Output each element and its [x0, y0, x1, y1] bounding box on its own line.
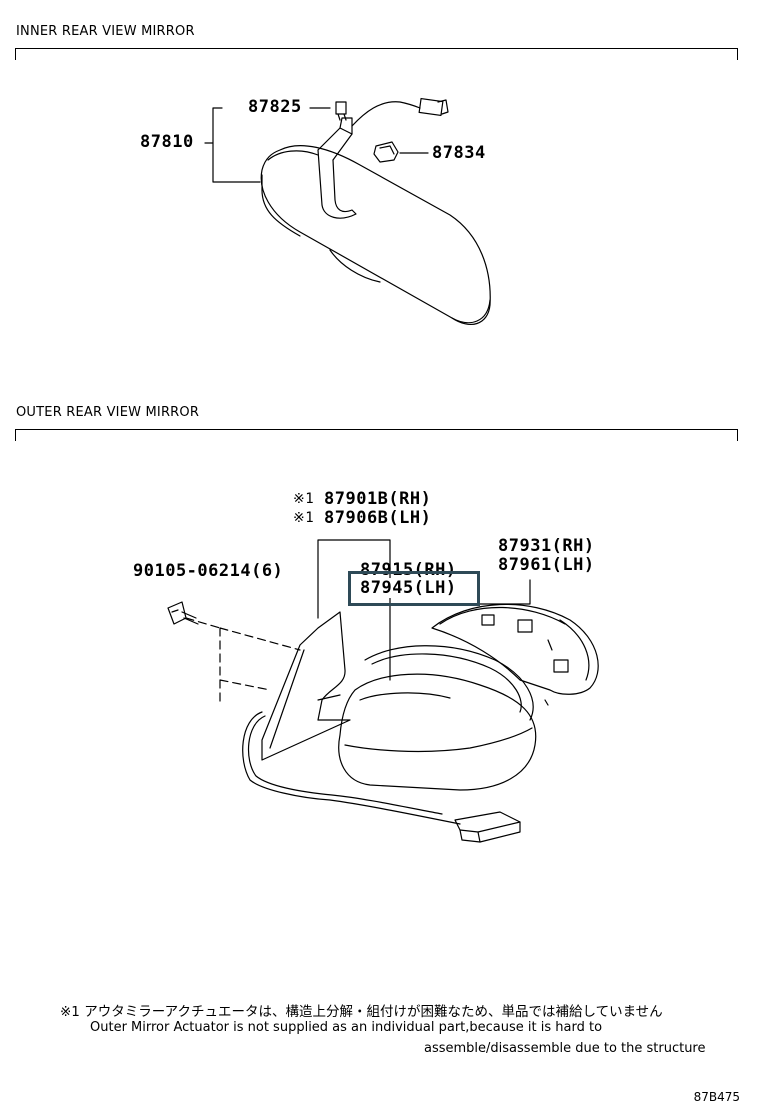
outer-frame-tick-left: [15, 429, 16, 441]
callout-87810: 87810: [140, 132, 194, 152]
callout-87825: 87825: [248, 97, 302, 117]
outer-section-title: OUTER REAR VIEW MIRROR: [16, 405, 200, 420]
leader-87810: [204, 107, 261, 183]
callout-87901b: 87901B(RH): [324, 489, 432, 509]
highlight-box-87945: [348, 571, 480, 606]
footnote-mark-87906b: ※1: [293, 510, 315, 526]
inner-frame-line: [15, 48, 738, 49]
clip-87825: [335, 101, 347, 115]
callout-87834: 87834: [432, 143, 486, 163]
bolt-90105: [167, 601, 187, 625]
inner-frame-tick-right: [737, 48, 738, 60]
mirror-stay: [317, 149, 357, 219]
mirror-body: [260, 145, 491, 326]
leader-87901b: [317, 539, 391, 681]
harness-wire: [242, 711, 461, 825]
footnote-mark-87901b: ※1: [293, 491, 315, 507]
footnote-english-line2: assemble/disassemble due to the structur…: [424, 1041, 706, 1056]
inner-section-title: INNER REAR VIEW MIRROR: [16, 24, 195, 39]
outer-frame-tick-right: [737, 429, 738, 441]
mirror-glass: [364, 645, 534, 721]
footnote-japanese: ※1 アウタミラーアクチュエータは、構造上分解・組付けが困難なため、単品では補給…: [60, 1004, 663, 1020]
connector: [418, 97, 444, 117]
outer-mirror-drawing: [167, 539, 599, 843]
callout-87945: 87945(LH): [360, 578, 457, 598]
callout-87915: 87915(RH): [360, 560, 457, 580]
callout-87906b: 87906B(LH): [324, 508, 432, 528]
callout-90105: 90105-06214(6): [133, 561, 284, 581]
leader-bolt: [185, 617, 301, 706]
callout-87931: 87931(RH): [498, 536, 595, 556]
footnote-english-line1: Outer Mirror Actuator is not supplied as…: [90, 1020, 603, 1035]
mirror-housing: [338, 673, 537, 791]
inner-frame-tick-left: [15, 48, 16, 60]
callout-87961: 87961(LH): [498, 555, 595, 575]
outer-frame-line: [15, 429, 738, 430]
inner-mirror-drawing: [204, 97, 491, 326]
leader-87931: [479, 579, 531, 605]
cover-87834: [373, 141, 399, 163]
diagram-code: 87B475: [693, 1090, 740, 1104]
mirror-base: [261, 611, 351, 761]
mirror-cover: [431, 603, 599, 695]
harness-connector: [454, 811, 521, 833]
wire: [351, 101, 421, 127]
